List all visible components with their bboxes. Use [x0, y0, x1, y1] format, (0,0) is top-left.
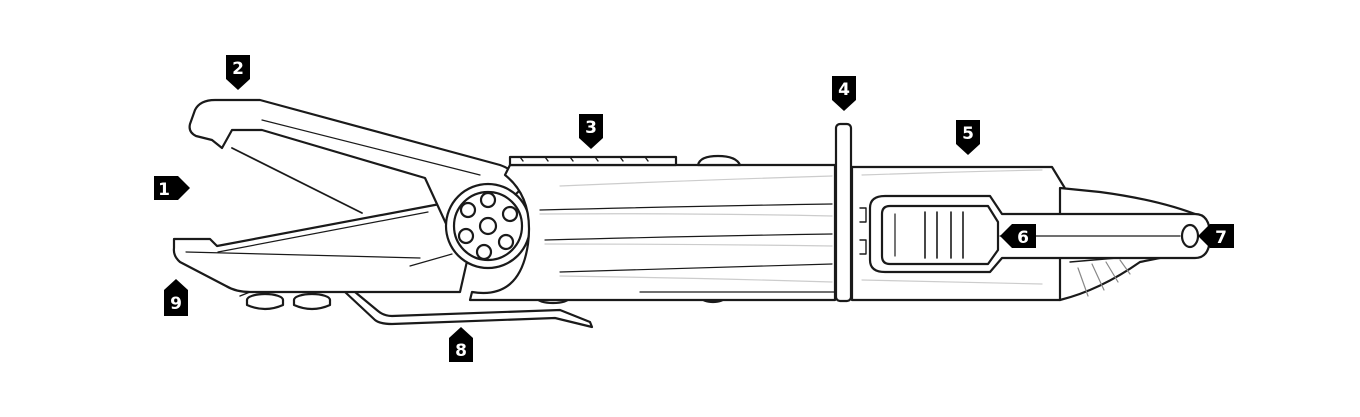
svg-text:7: 7 — [1215, 228, 1227, 248]
tip-ring — [1180, 223, 1200, 249]
slider-assembly — [868, 194, 1212, 274]
svg-text:9: 9 — [170, 294, 182, 314]
svg-text:5: 5 — [962, 124, 974, 144]
lower-jaw — [172, 202, 472, 297]
svg-text:2: 2 — [232, 59, 244, 79]
handle-body — [468, 163, 837, 302]
belt-clip — [343, 290, 594, 329]
callout-7: 7 — [1198, 224, 1234, 248]
callout-1: 1 — [154, 176, 190, 200]
callout-2: 2 — [226, 55, 250, 90]
collar-ring — [834, 122, 853, 303]
callout-4: 4 — [832, 76, 856, 111]
svg-text:4: 4 — [838, 80, 850, 100]
top-ridged-bar — [508, 154, 742, 167]
callout-9: 9 — [164, 279, 188, 316]
callout-8: 8 — [449, 327, 473, 362]
callout-5: 5 — [956, 120, 980, 155]
callout-6: 6 — [1000, 224, 1036, 248]
svg-text:8: 8 — [455, 341, 467, 361]
callout-3: 3 — [579, 114, 603, 149]
pivot-gear — [444, 182, 532, 270]
svg-text:6: 6 — [1017, 228, 1029, 248]
svg-text:1: 1 — [158, 180, 170, 200]
svg-text:3: 3 — [585, 118, 597, 138]
